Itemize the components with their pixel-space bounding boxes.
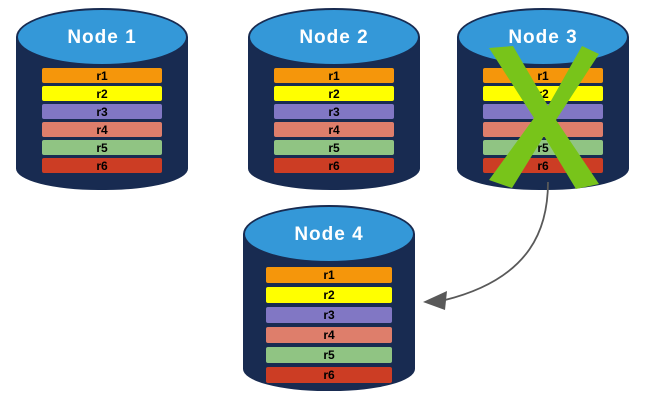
curved-arrow-icon	[423, 181, 549, 310]
node-2[interactable]: Node 2 r1 r2 r3 r4 r5 r6	[248, 8, 420, 190]
data-row: r1	[483, 68, 603, 83]
arrow-head	[423, 291, 447, 310]
data-row: r6	[483, 158, 603, 173]
data-row: r3	[42, 104, 162, 119]
data-row: r4	[266, 327, 392, 343]
data-row: r3	[483, 104, 603, 119]
data-row: r2	[42, 86, 162, 101]
node-4[interactable]: Node 4 r1 r2 r3 r4 r5 r6	[243, 205, 415, 391]
cylinder-top	[16, 8, 188, 66]
data-row: r1	[274, 68, 394, 83]
node-rows: r1 r2 r3 r4 r5 r6	[16, 68, 188, 176]
data-row: r1	[42, 68, 162, 83]
node-rows: r1 r2 r3 r4 r5 r6	[457, 68, 629, 176]
data-row: r4	[42, 122, 162, 137]
cylinder-top	[248, 8, 420, 66]
cylinder-top	[243, 205, 415, 263]
data-row: r1	[266, 267, 392, 283]
data-row: r6	[274, 158, 394, 173]
data-row: r2	[483, 86, 603, 101]
data-row: r5	[42, 140, 162, 155]
data-row: r5	[266, 347, 392, 363]
cylinder-top	[457, 8, 629, 66]
node-3[interactable]: Node 3 r1 r2 r3 r4 r5 r6	[457, 8, 629, 190]
data-row: r6	[42, 158, 162, 173]
data-row: r2	[274, 86, 394, 101]
arrow-path	[444, 181, 549, 301]
data-row: r4	[483, 122, 603, 137]
data-row: r4	[274, 122, 394, 137]
node-rows: r1 r2 r3 r4 r5 r6	[248, 68, 420, 176]
data-row: r5	[274, 140, 394, 155]
data-row: r5	[483, 140, 603, 155]
data-row: r6	[266, 367, 392, 383]
node-1[interactable]: Node 1 r1 r2 r3 r4 r5 r6	[16, 8, 188, 190]
node-rows: r1 r2 r3 r4 r5 r6	[243, 267, 415, 387]
data-row: r2	[266, 287, 392, 303]
data-row: r3	[266, 307, 392, 323]
data-row: r3	[274, 104, 394, 119]
